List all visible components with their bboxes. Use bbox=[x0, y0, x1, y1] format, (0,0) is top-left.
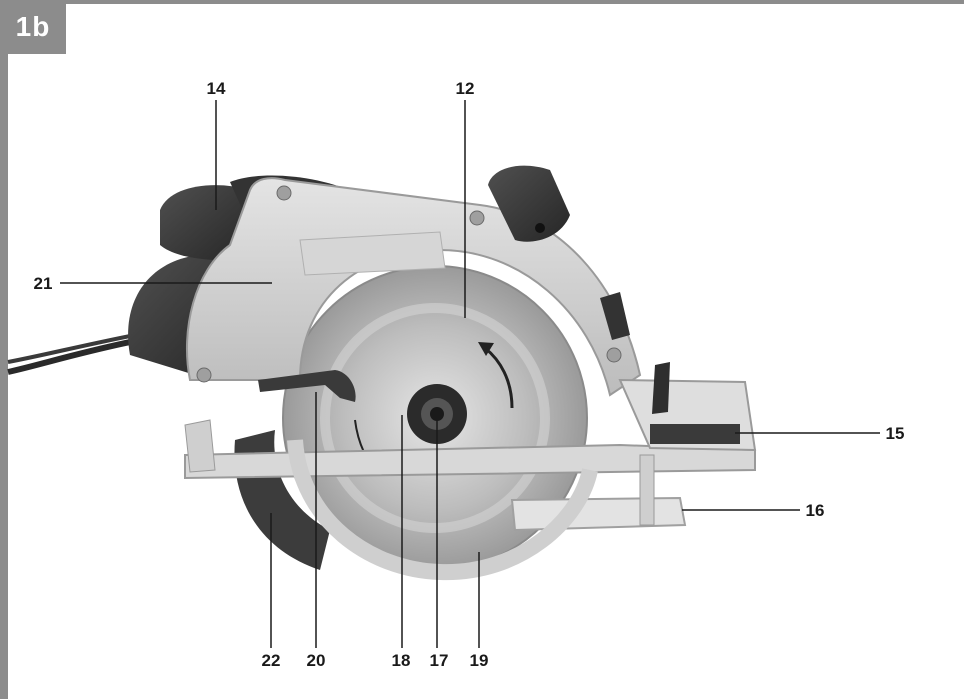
frame-left-border bbox=[0, 0, 8, 699]
screw bbox=[276, 185, 292, 201]
screw bbox=[196, 367, 212, 383]
base-plate bbox=[184, 443, 756, 480]
rotation-arrow bbox=[484, 346, 514, 409]
base-plate-left bbox=[184, 419, 216, 473]
figure-tag: 1b bbox=[0, 0, 66, 54]
blade-ring bbox=[320, 303, 550, 533]
front-knob bbox=[488, 165, 570, 242]
arbor-bolt bbox=[430, 407, 444, 421]
callout-12: 12 bbox=[456, 79, 475, 98]
power-cord-2 bbox=[7, 334, 131, 364]
guide-rail bbox=[639, 454, 655, 526]
knob-screw bbox=[535, 223, 545, 233]
callout-14: 14 bbox=[207, 79, 226, 98]
rotation-arrowhead bbox=[478, 342, 494, 356]
callout-17: 17 bbox=[430, 651, 449, 670]
power-cord bbox=[7, 337, 141, 375]
callout-21: 21 bbox=[34, 274, 53, 293]
top-grip bbox=[160, 185, 250, 261]
callout-20: 20 bbox=[307, 651, 326, 670]
screw bbox=[606, 347, 622, 363]
callout-15: 15 bbox=[886, 424, 905, 443]
callout-18: 18 bbox=[392, 651, 411, 670]
callout-22: 22 bbox=[262, 651, 281, 670]
bracket-knob bbox=[652, 362, 670, 414]
callout-16: 16 bbox=[806, 501, 825, 520]
parallel-guide bbox=[510, 496, 687, 532]
frame-top-border bbox=[0, 0, 964, 4]
callout-19: 19 bbox=[470, 651, 489, 670]
housing-panel bbox=[299, 231, 446, 276]
screw bbox=[469, 210, 485, 226]
bracket-scale bbox=[650, 424, 740, 444]
depth-lever bbox=[258, 370, 356, 402]
bevel-lever bbox=[600, 292, 630, 340]
